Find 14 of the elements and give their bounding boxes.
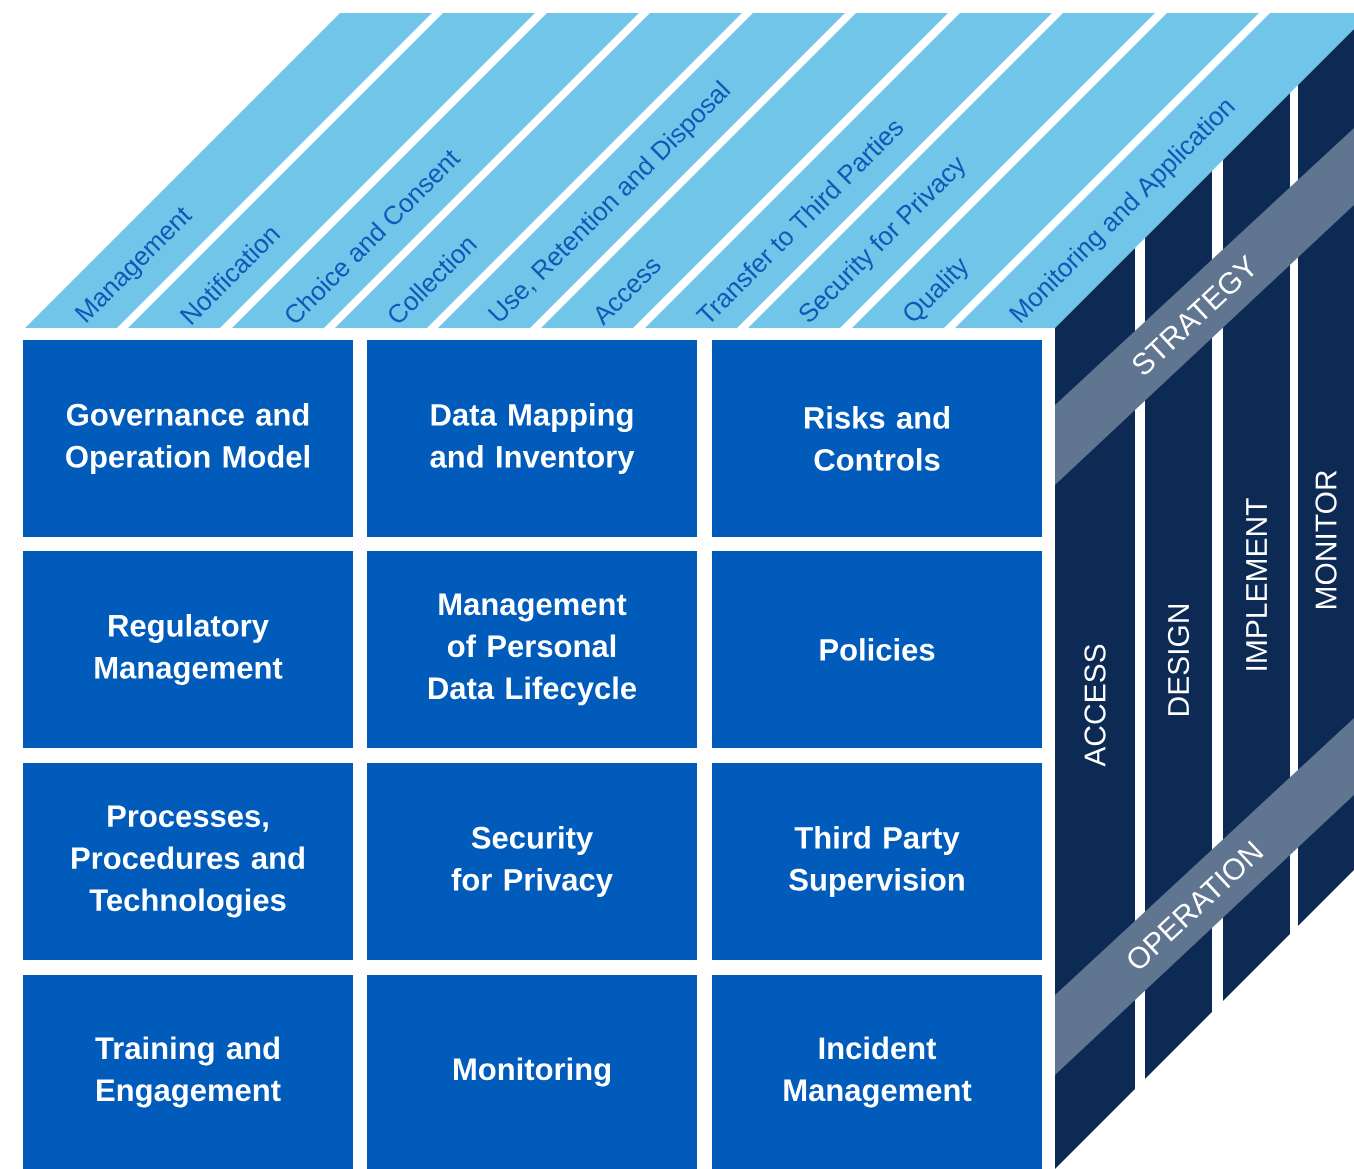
category-box: Policies — [712, 551, 1042, 748]
category-box: Security for Privacy — [367, 763, 697, 960]
category-box: Risks and Controls — [712, 340, 1042, 537]
category-box: Third Party Supervision — [712, 763, 1042, 960]
category-box: Processes, Procedures and Technologies — [23, 763, 353, 960]
category-box: Regulatory Management — [23, 551, 353, 748]
band-label: DESIGN — [1167, 604, 1190, 716]
category-box: Management of Personal Data Lifecycle — [367, 551, 697, 748]
category-box: Data Mapping and Inventory — [367, 340, 697, 537]
category-box: Incident Management — [712, 975, 1042, 1169]
category-box: Governance and Operation Model — [23, 340, 353, 537]
category-box: Monitoring — [367, 975, 697, 1169]
band-label: IMPLEMENT — [1246, 498, 1267, 670]
category-box: Training and Engagement — [23, 975, 353, 1169]
